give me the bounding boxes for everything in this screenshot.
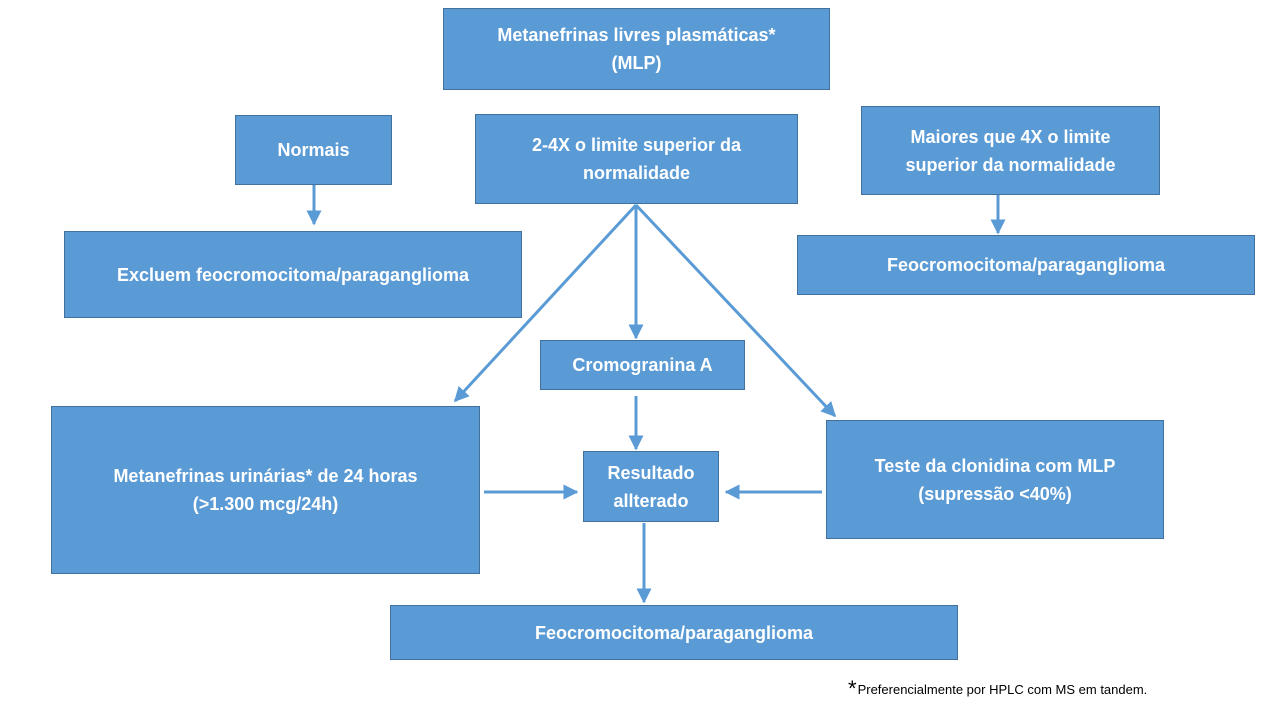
node-urinarias-label: Metanefrinas urinárias* de 24 horas (>1.… [113, 466, 418, 514]
node-maiores: Maiores que 4X o limite superior da norm… [861, 106, 1160, 195]
node-feo-right: Feocromocitoma/paraganglioma [797, 235, 1255, 295]
node-mlp-label: Metanefrinas livres plasmáticas* (MLP) [497, 25, 776, 73]
node-normais-label: Normais [277, 140, 350, 160]
node-normais: Normais [235, 115, 392, 185]
node-cromogranina: Cromogranina A [540, 340, 745, 390]
node-excluem-label: Excluem feocromocitoma/paraganglioma [116, 264, 470, 285]
node-resultado: Resultado allterado [583, 451, 719, 522]
node-2-4x-label: 2-4X o limite superior da normalidade [531, 135, 742, 183]
footnote: *Preferencialmente por HPLC com MS em ta… [848, 676, 1147, 702]
node-feo-bottom-label: Feocromocitoma/paraganglioma [534, 622, 814, 643]
node-feo-bottom: Feocromocitoma/paraganglioma [390, 605, 958, 660]
node-maiores-label: Maiores que 4X o limite superior da norm… [905, 126, 1116, 175]
node-excluem: Excluem feocromocitoma/paraganglioma [64, 231, 522, 318]
node-urinarias: Metanefrinas urinárias* de 24 horas (>1.… [51, 406, 480, 574]
node-clonidina-label: Teste da clonidina com MLP (supressão <4… [874, 455, 1116, 504]
node-2-4x: 2-4X o limite superior da normalidade [475, 114, 798, 204]
footnote-text: Preferencialmente por HPLC com MS em tan… [857, 682, 1148, 697]
footnote-marker: * [848, 676, 857, 701]
node-cromogranina-label: Cromogranina A [572, 355, 713, 375]
arrow-range-to-clonidina [634, 203, 837, 418]
node-clonidina: Teste da clonidina com MLP (supressão <4… [826, 420, 1164, 539]
node-mlp: Metanefrinas livres plasmáticas* (MLP) [443, 8, 830, 90]
node-resultado-label: Resultado allterado [607, 462, 695, 511]
node-feo-right-label: Feocromocitoma/paraganglioma [886, 255, 1166, 275]
arrow-range-to-urinarias [453, 203, 638, 403]
